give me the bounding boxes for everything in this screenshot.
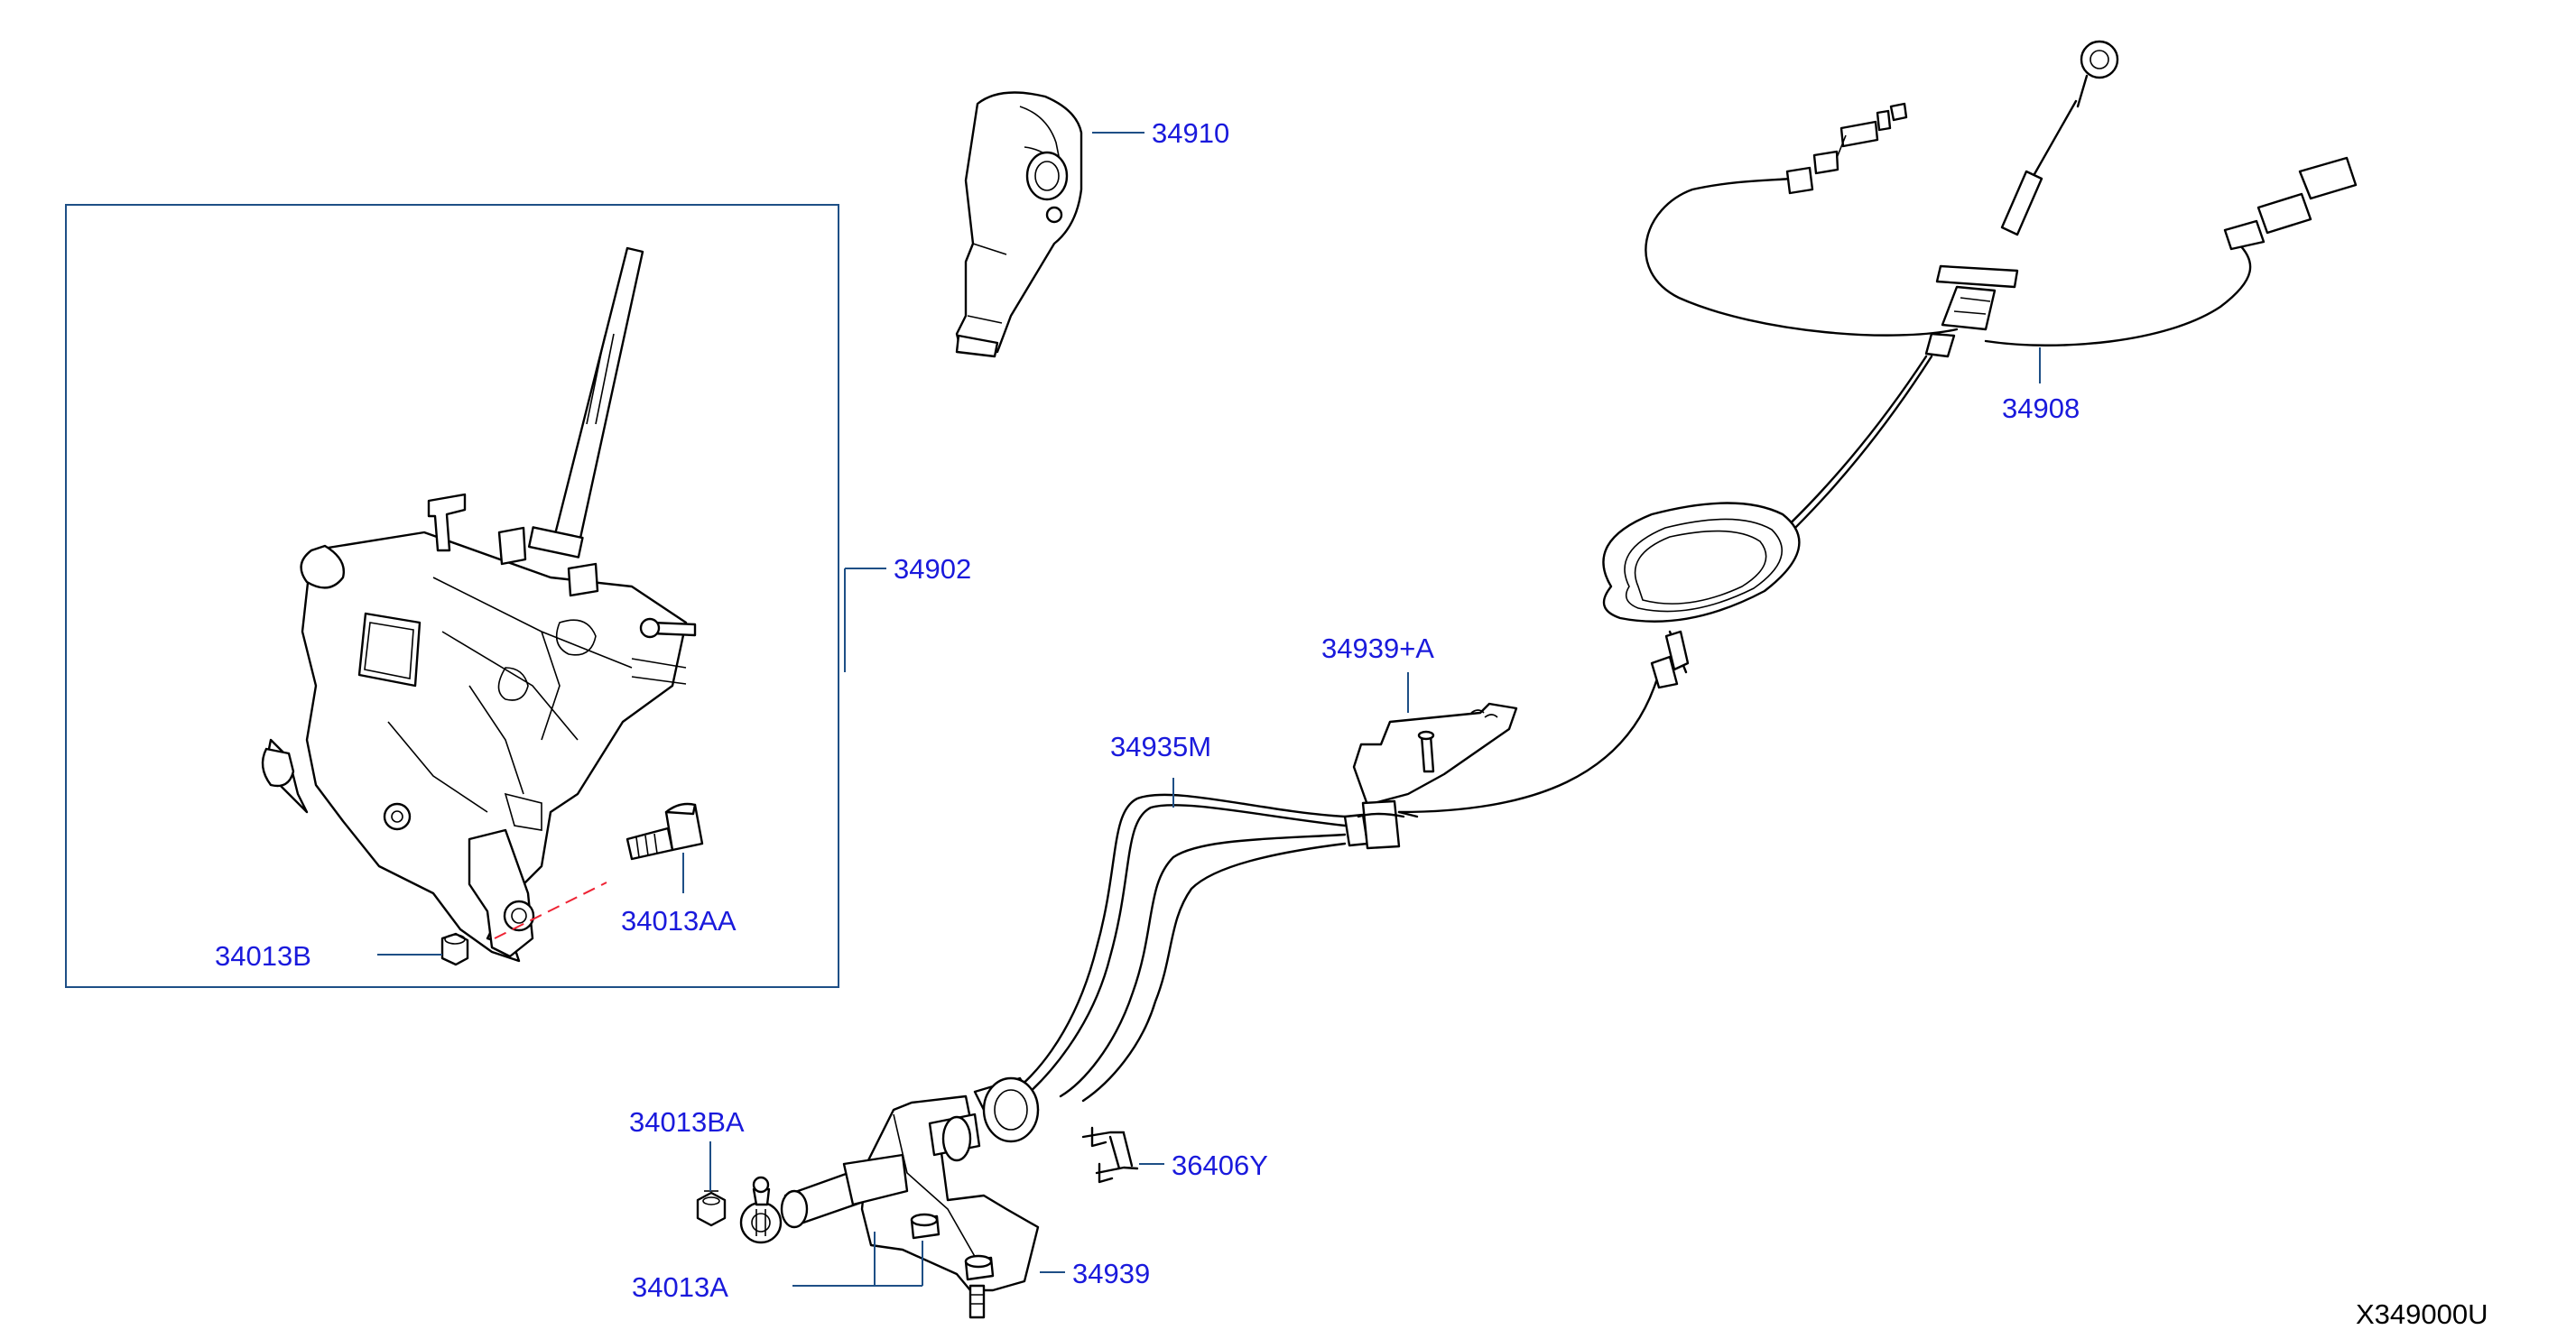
label-34013ba: 34013BA xyxy=(629,1106,745,1138)
label-34013b: 34013B xyxy=(215,940,311,972)
bracket-34939a-drawing xyxy=(1352,702,1518,807)
shift-cable-34908-drawing xyxy=(1397,40,2358,814)
label-34939: 34939 xyxy=(1072,1258,1150,1289)
bolt-34013aa-drawing xyxy=(625,802,704,861)
nut-34013ba-drawing xyxy=(696,1190,727,1227)
select-cable-34935m-drawing xyxy=(1005,793,1419,1103)
assembly-frame xyxy=(65,204,839,988)
diagram-reference-code: X349000U xyxy=(2356,1298,2488,1330)
label-34902: 34902 xyxy=(894,553,971,585)
label-34013aa: 34013AA xyxy=(621,905,737,937)
nut-34013b-drawing xyxy=(440,932,469,966)
shifter-assembly-drawing xyxy=(261,246,697,963)
bracket-34939-drawing xyxy=(739,1076,1040,1319)
leader-lines xyxy=(377,132,2041,1287)
label-34935m: 34935M xyxy=(1110,731,1211,762)
label-34939a: 34939+A xyxy=(1321,633,1434,664)
clip-36406y-drawing xyxy=(1081,1126,1139,1184)
label-34908: 34908 xyxy=(2002,392,2080,424)
assembly-axis-line xyxy=(494,882,607,939)
label-36406y: 36406Y xyxy=(1172,1150,1268,1181)
label-34910: 34910 xyxy=(1152,117,1229,149)
shift-knob-drawing xyxy=(955,91,1083,358)
label-34013a: 34013A xyxy=(632,1271,728,1303)
